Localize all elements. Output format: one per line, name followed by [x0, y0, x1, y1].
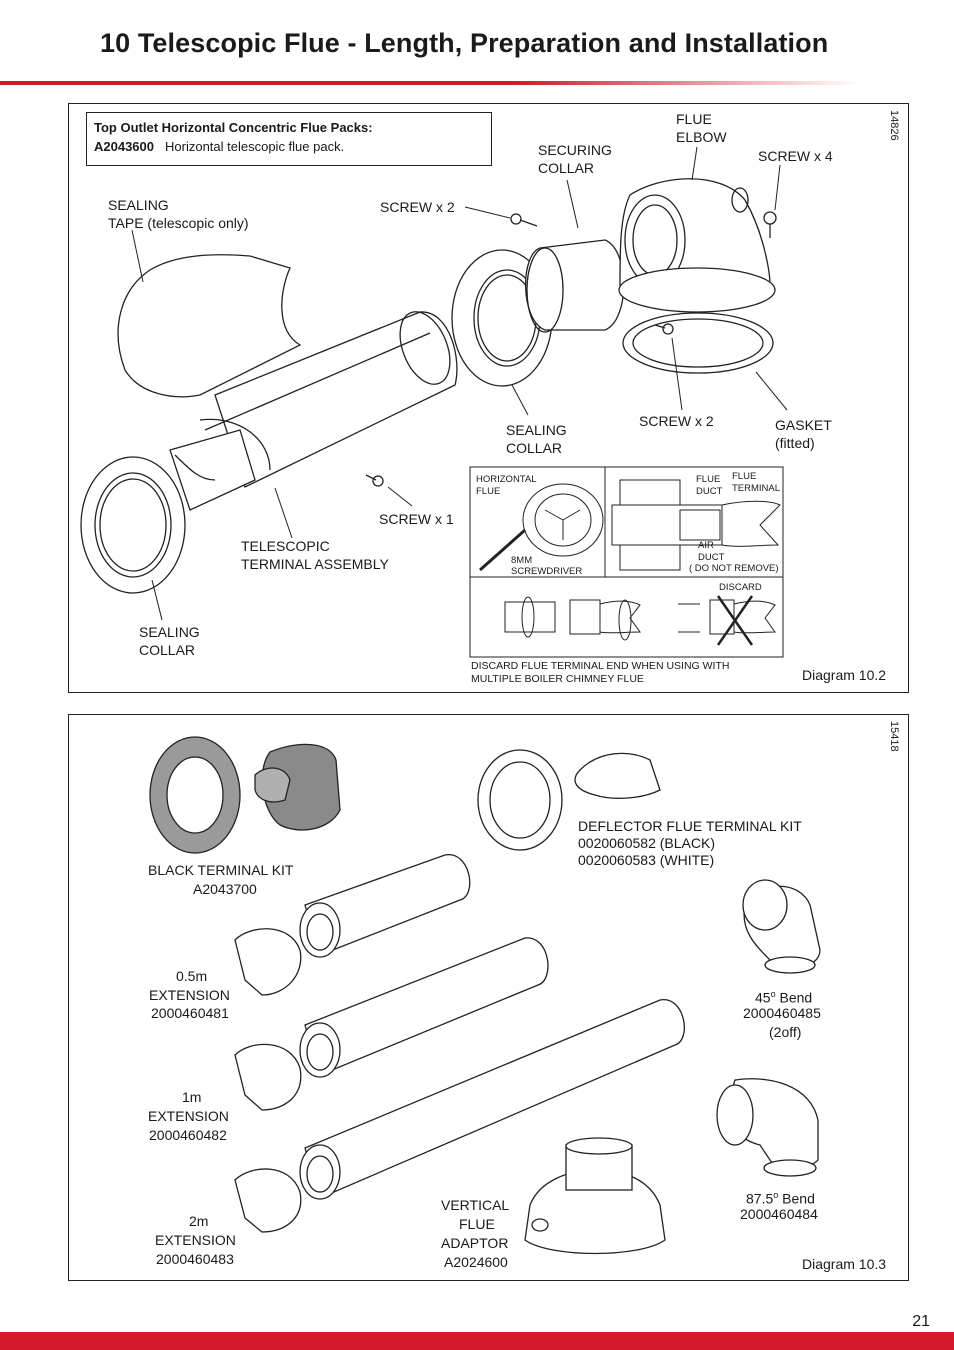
ext1-label-1: 1m — [182, 1089, 202, 1105]
deflector-kit-black: 0020060582 (BLACK) — [578, 835, 715, 851]
bend45-qty: (2off) — [769, 1024, 802, 1040]
inset-discard: DISCARD — [719, 582, 762, 593]
label-telescopic-2: TERMINAL ASSEMBLY — [241, 556, 389, 572]
label-gasket-1: GASKET — [775, 417, 832, 433]
inset-air-duct-2: DUCT — [698, 552, 725, 563]
vertical-code: A2024600 — [444, 1254, 508, 1270]
label-sealing-collar-mid-2: COLLAR — [506, 440, 563, 456]
inset-air-duct-3: ( DO NOT REMOVE) — [689, 563, 779, 574]
ext2-label-1: 2m — [189, 1213, 209, 1229]
clamp-05m-shape — [234, 928, 302, 996]
ext05-label-2: EXTENSION — [149, 987, 230, 1003]
label-sealing-tape-2: TAPE (telescopic only) — [108, 215, 249, 231]
inset-flue-terminal-1: FLUE — [732, 471, 757, 482]
diagram-10-3-frame — [68, 714, 909, 1281]
flue-pack-box: Top Outlet Horizontal Concentric Flue Pa… — [86, 112, 492, 166]
diagram-10-3-caption: Diagram 10.3 — [802, 1256, 887, 1272]
bend45-degree: o — [770, 989, 776, 999]
extension-1m-shape — [304, 937, 549, 1076]
label-flue-elbow-2: ELBOW — [676, 129, 727, 145]
inset-horizontal-flue-2: FLUE — [476, 486, 501, 497]
inset-note-2: MULTIPLE BOILER CHIMNEY FLUE — [471, 673, 644, 685]
bend87-label: 87.5o Bend — [746, 1186, 815, 1208]
vertical-label-2: FLUE — [459, 1216, 495, 1232]
vertical-label-3: ADAPTOR — [441, 1235, 509, 1251]
inset-screwdriver-1: 8MM — [511, 555, 533, 566]
label-screw-x2-top: SCREW x 2 — [380, 199, 455, 215]
label-sealing-collar-bot-2: COLLAR — [139, 642, 196, 658]
bend45-code: 2000460485 — [743, 1005, 821, 1021]
diagram-10-2-code: 14826 — [888, 110, 900, 141]
bend45-angle: 45 — [755, 989, 771, 1006]
label-telescopic-1: TELESCOPIC — [241, 538, 330, 554]
label-screw-x2-mid: SCREW x 2 — [639, 413, 714, 429]
label-gasket-2: (fitted) — [775, 435, 815, 451]
header-rule — [0, 81, 860, 85]
black-kit-code: A2043700 — [193, 881, 257, 897]
pack-description: Horizontal telescopic flue pack. — [165, 139, 345, 154]
telescopic-tube-shape — [214, 311, 458, 488]
bend87-word: Bend — [778, 1190, 815, 1207]
bend45-label: 45o Bend — [755, 985, 812, 1007]
page-number: 21 — [912, 1313, 930, 1330]
label-sealing-collar-mid-1: SEALING — [506, 422, 567, 438]
bend87-angle: 87.5 — [746, 1190, 774, 1207]
label-securing-collar-2: COLLAR — [538, 160, 595, 176]
inset-screwdriver-2: SCREWDRIVER — [511, 566, 583, 577]
label-sealing-collar-bot-1: SEALING — [139, 624, 200, 640]
ext05-label-1: 0.5m — [176, 968, 208, 984]
bend45-word: Bend — [775, 989, 813, 1006]
inset-air-duct-1: AIR — [698, 540, 714, 551]
gasket-shape — [622, 312, 774, 374]
extension-05m-shape — [304, 854, 471, 956]
deflector-terminal-shape — [574, 752, 661, 799]
sealing-tape-shape — [117, 254, 302, 398]
diagram-10-3-code: 15418 — [888, 721, 900, 752]
vertical-label-1: VERTICAL — [441, 1197, 510, 1213]
bend87-degree: o — [773, 1190, 779, 1200]
bend87-code: 2000460484 — [740, 1206, 818, 1222]
pack-heading: Top Outlet Horizontal Concentric Flue Pa… — [94, 120, 373, 135]
securing-collar-shape — [524, 239, 625, 331]
inset-flue-terminal-2: TERMINAL — [732, 483, 781, 494]
label-flue-elbow-1: FLUE — [676, 111, 712, 127]
inset-flue-duct-1: FLUE — [696, 474, 721, 485]
ext2-label-2: EXTENSION — [155, 1232, 236, 1248]
clamp-1m-shape — [234, 1043, 302, 1111]
diagram-10-2-caption: Diagram 10.2 — [802, 667, 887, 683]
inset-horizontal-flue-1: HORIZONTAL — [476, 474, 537, 485]
page-title: 10 Telescopic Flue - Length, Preparation… — [100, 28, 829, 58]
pack-code: A2043600 — [94, 139, 154, 154]
ext05-code: 2000460481 — [151, 1005, 229, 1021]
ext2-code: 2000460483 — [156, 1251, 234, 1267]
black-kit-title: BLACK TERMINAL KIT — [148, 862, 294, 878]
label-securing-collar-1: SECURING — [538, 142, 612, 158]
label-screw-x4: SCREW x 4 — [758, 148, 833, 164]
vertical-adaptor-shape — [524, 1169, 666, 1255]
ext1-label-2: EXTENSION — [148, 1108, 229, 1124]
bottom-sealing-collar-shape — [80, 456, 186, 594]
deflector-kit-title: DEFLECTOR FLUE TERMINAL KIT — [578, 818, 802, 834]
label-sealing-tape-1: SEALING — [108, 197, 169, 213]
ext1-code: 2000460482 — [149, 1127, 227, 1143]
deflector-kit-white: 0020060583 (WHITE) — [578, 852, 715, 868]
inset-flue-duct-2: DUCT — [696, 486, 723, 497]
inset-note-1: DISCARD FLUE TERMINAL END WHEN USING WIT… — [471, 660, 730, 672]
extension-2m-shape — [304, 999, 685, 1199]
label-screw-x1: SCREW x 1 — [379, 511, 454, 527]
footer-bar — [0, 1332, 954, 1350]
clamp-2m-shape — [234, 1168, 302, 1233]
